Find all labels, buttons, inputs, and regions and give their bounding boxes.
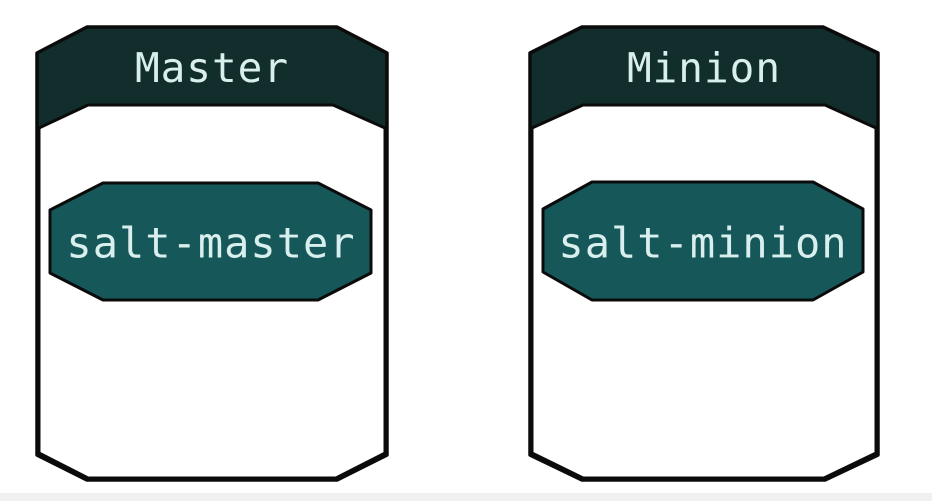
minion-title: Minion [627,44,781,92]
master-title: Master [135,44,289,92]
salt-minion-label: salt-minion [558,219,847,268]
salt-master-label: salt-master [66,219,355,268]
node-minion: Minion salt-minion [528,25,880,482]
node-master: Master salt-master [35,25,389,482]
salt-master-badge-shape [48,181,373,302]
salt-minion-badge-shape [541,180,865,302]
bottom-edge-strip [0,493,932,501]
